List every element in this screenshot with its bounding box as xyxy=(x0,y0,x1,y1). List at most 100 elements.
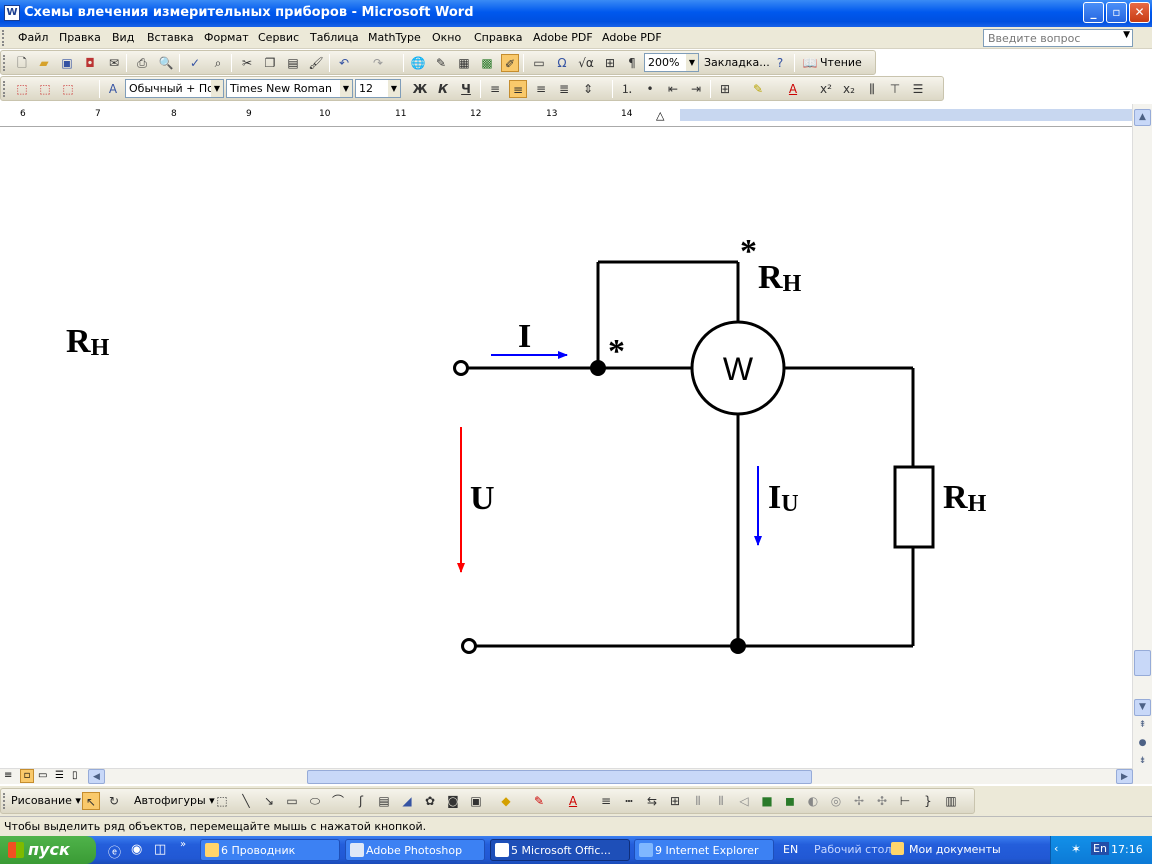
diagram-icon[interactable]: ✿ xyxy=(424,794,436,808)
save-icon[interactable]: ▣ xyxy=(61,56,73,70)
desktop-toolbar-label[interactable]: Рабочий стол xyxy=(814,843,892,856)
menu-mathtype[interactable]: MathType xyxy=(368,31,421,44)
task-explorer[interactable]: 6 Проводник xyxy=(200,839,340,861)
clipart-icon[interactable]: ◙ xyxy=(447,794,459,808)
chevron-down-icon[interactable]: ▼ xyxy=(211,80,223,97)
menu-adobe-pdf-1[interactable]: Adobe PDF xyxy=(533,31,593,44)
menu-grip[interactable] xyxy=(2,30,5,46)
toolbar-grip[interactable] xyxy=(3,55,6,71)
oval-tool-icon[interactable]: ⬭ xyxy=(309,794,321,808)
horizontal-ruler[interactable]: 6 7 8 9 10 11 12 13 14 △ xyxy=(0,104,1132,127)
line-color-icon[interactable]: ✎ xyxy=(533,794,545,808)
permission-icon[interactable]: ◘ xyxy=(85,56,95,70)
zoom-select[interactable]: 200% ▼ xyxy=(644,53,699,72)
copy-icon[interactable]: ❐ xyxy=(264,56,276,70)
toolbar-grip[interactable] xyxy=(3,81,6,97)
new-document-icon[interactable]: 🗋 xyxy=(17,56,27,70)
format-object-icon[interactable]: ▥ xyxy=(945,794,957,808)
highlight-icon[interactable]: ✎ xyxy=(752,82,764,96)
maximize-button[interactable]: ▫ xyxy=(1106,2,1127,23)
underline-button[interactable]: Ч xyxy=(461,82,471,96)
numbering-icon[interactable]: ⒈ xyxy=(620,82,633,96)
text-color-icon[interactable]: A xyxy=(568,794,578,808)
picture-icon[interactable]: ▣ xyxy=(470,794,482,808)
cut-icon[interactable]: ✂ xyxy=(241,56,253,70)
my-documents-link[interactable]: Мои документы xyxy=(909,843,1001,856)
menu-adobe-pdf-2[interactable]: Adobe PDF xyxy=(602,31,662,44)
nudge-icon[interactable]: ◎ xyxy=(830,794,842,808)
canvas-icon[interactable]: ⬚ xyxy=(216,794,228,808)
mathtype-icon[interactable]: ⊞ xyxy=(604,56,616,70)
task-photoshop[interactable]: Adobe Photoshop xyxy=(345,839,485,861)
3d-icon[interactable]: ◼ xyxy=(785,794,795,808)
next-page-icon[interactable]: ⇟ xyxy=(1134,754,1151,771)
browse-object-icon[interactable]: ● xyxy=(1134,736,1151,753)
reading-view-icon[interactable]: ▯ xyxy=(72,770,78,781)
rotate-icon[interactable]: ↻ xyxy=(108,794,120,808)
paste-icon[interactable]: ▤ xyxy=(287,56,299,70)
start-button[interactable]: пуск xyxy=(0,836,96,864)
task-word[interactable]: 5 Microsoft Offic... xyxy=(490,839,630,861)
document-map-icon[interactable]: ▭ xyxy=(533,56,545,70)
order-icon[interactable]: ◐ xyxy=(807,794,819,808)
scroll-down-icon[interactable]: ▼ xyxy=(1134,699,1151,716)
word-doc-icon[interactable]: W xyxy=(4,5,20,21)
hyperlink-icon[interactable]: 🌐 xyxy=(410,56,426,70)
italic-button[interactable]: К xyxy=(438,82,448,96)
chevron-down-icon[interactable]: ▼ xyxy=(340,80,352,97)
drawing-menu-button[interactable]: Рисование ▾ xyxy=(11,794,81,807)
print-layout-icon[interactable]: ▭ xyxy=(38,770,48,781)
pdf-review-icon[interactable]: ⬚ xyxy=(62,82,74,96)
vertical-scroll-thumb[interactable] xyxy=(1134,650,1151,676)
align-center-icon[interactable]: ≡ xyxy=(509,80,527,98)
arrow-tool-icon[interactable]: ↘ xyxy=(263,794,275,808)
line-tool-icon[interactable]: ╲ xyxy=(242,794,250,808)
increase-indent-icon[interactable]: ⇥ xyxy=(690,82,702,96)
task-ie[interactable]: 9 Internet Explorer xyxy=(634,839,774,861)
font-size-select[interactable]: 12 ▼ xyxy=(355,79,401,98)
textbox-tool-icon[interactable]: ▤ xyxy=(378,794,390,808)
help-search-input[interactable]: Введите вопрос ▼ xyxy=(983,29,1133,47)
tray-expand-icon[interactable]: ‹ xyxy=(1054,842,1059,855)
borders-icon[interactable]: ⊞ xyxy=(719,82,731,96)
spelling-icon[interactable]: ✓ xyxy=(189,56,201,70)
undo-icon[interactable]: ↶ xyxy=(338,56,350,70)
document-area[interactable]: W RН RН RН I U IU * * xyxy=(0,127,1132,768)
horizontal-scrollbar[interactable]: ≡ ▫ ▭ ☰ ▯ ◀ ▶ xyxy=(0,768,1133,784)
group-icon[interactable]: ⊞ xyxy=(669,794,681,808)
minimize-button[interactable]: _ xyxy=(1083,2,1104,23)
close-button[interactable]: ✕ xyxy=(1129,2,1150,23)
select-objects-icon[interactable]: ↖ xyxy=(82,792,100,810)
web-view-icon[interactable]: ▫ xyxy=(20,769,34,783)
quicklaunch-expand-icon[interactable]: » xyxy=(180,839,187,850)
freeform-tool-icon[interactable]: ʃ xyxy=(358,794,364,808)
email-icon[interactable]: ✉ xyxy=(108,56,120,70)
edit-points-icon[interactable]: ✢ xyxy=(853,794,865,808)
network-icon[interactable]: ✶ xyxy=(1071,842,1082,856)
menu-edit[interactable]: Правка xyxy=(59,31,101,44)
distribute-objects-icon[interactable]: ⫴ xyxy=(718,794,724,808)
insert-table-icon[interactable]: ▦ xyxy=(458,56,470,70)
right-indent-marker-icon[interactable]: △ xyxy=(656,109,665,122)
align-left-icon[interactable]: ≡ xyxy=(489,82,501,96)
chevron-down-icon[interactable]: ▼ xyxy=(686,54,698,71)
menu-view[interactable]: Вид xyxy=(112,31,135,44)
format-painter-icon[interactable]: 🖌 xyxy=(308,56,324,70)
menu-window[interactable]: Окно xyxy=(432,31,462,44)
media-quicklaunch-icon[interactable]: ◉ xyxy=(131,842,143,857)
vertical-scrollbar[interactable]: ▲ ▼ ⇞ ● ⇟ xyxy=(1132,104,1152,784)
wordart-icon[interactable]: ◢ xyxy=(402,794,412,808)
bookmark-button[interactable]: Закладка... xyxy=(704,56,770,69)
arrow-style-icon[interactable]: ⇆ xyxy=(646,794,658,808)
dash-style-icon[interactable]: ┅ xyxy=(625,794,633,808)
reading-button[interactable]: Чтение xyxy=(820,56,862,69)
paragraph-settings-icon[interactable]: ☰ xyxy=(912,82,924,96)
bold-button[interactable]: Ж xyxy=(412,82,428,96)
fill-color-icon[interactable]: ◆ xyxy=(501,794,511,808)
open-folder-icon[interactable]: ▰ xyxy=(39,56,49,70)
desktop-quicklaunch-icon[interactable]: ◫ xyxy=(154,842,167,857)
pdf-create-icon[interactable]: ⬚ xyxy=(16,82,28,96)
column-icon[interactable]: ⊤ xyxy=(889,82,901,96)
bullets-icon[interactable]: • xyxy=(646,82,654,96)
chevron-down-icon[interactable]: ▼ xyxy=(1123,30,1130,40)
